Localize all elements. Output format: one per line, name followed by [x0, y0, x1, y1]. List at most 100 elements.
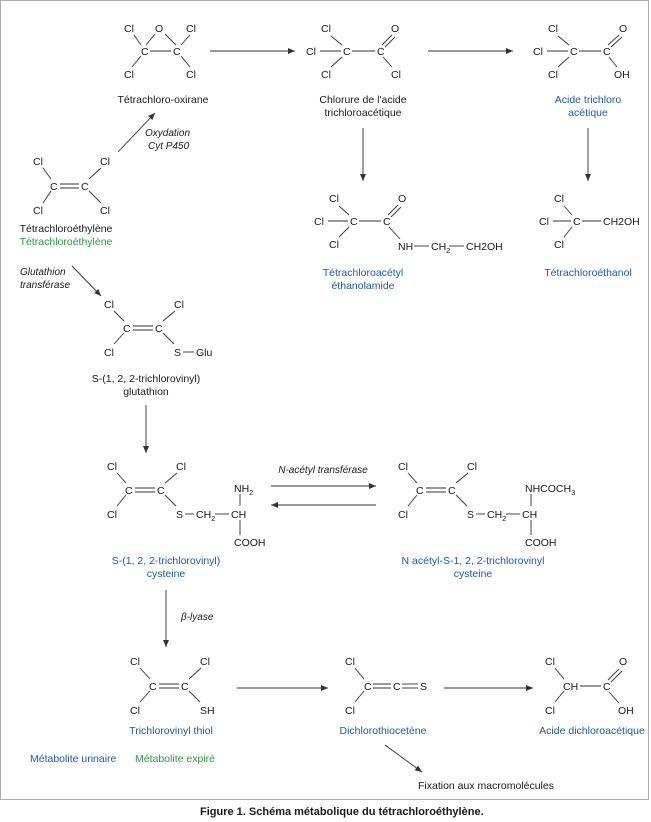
arrow-fixation [384, 744, 423, 773]
label-ethanolamide-2: éthanolamide [331, 280, 394, 292]
svg-text:Cl: Cl [329, 193, 339, 205]
svg-text:C: C [350, 216, 358, 228]
svg-text:Cl: Cl [200, 656, 210, 668]
label-chlorure-acide-2: trichloroacétique [324, 107, 401, 119]
svg-text:Cl: Cl [186, 69, 196, 81]
label-cysteine-1: S-(1, 2, 2-trichlorovinyl) [112, 555, 221, 567]
svg-text:Cl: Cl [33, 156, 43, 168]
dichlorothiocetene-structure: Cl C Cl C S [345, 656, 427, 717]
label-acide-trichloro-1: Acide trichloro [555, 94, 622, 106]
svg-text:Cl: Cl [345, 705, 355, 717]
svg-text:Cl: Cl [314, 216, 324, 228]
svg-text:O: O [619, 23, 627, 35]
enzyme-nacetyl: N-acétyl transférase [278, 465, 368, 476]
svg-text:C: C [393, 681, 401, 693]
svg-text:C: C [173, 46, 181, 58]
svg-text:Cl: Cl [554, 239, 564, 251]
svg-text:Cl: Cl [539, 216, 549, 228]
svg-text:Cl: Cl [176, 461, 186, 473]
ethanolamide-structure: Cl Cl C Cl C O NH CH2 CH2OH [314, 193, 503, 255]
label-nacetyl-2: cysteine [454, 568, 493, 580]
svg-text:C: C [383, 216, 391, 228]
svg-text:Cl: Cl [124, 69, 134, 81]
svg-text:Cl: Cl [533, 46, 543, 58]
svg-text:C: C [603, 681, 611, 693]
svg-text:S: S [174, 347, 181, 359]
svg-text:C: C [364, 681, 372, 693]
label-chlorure-acide-1: Chlorure de l'acide [319, 94, 406, 106]
label-tetrachloroethylene: Tétrachloroéthylène [20, 223, 113, 235]
svg-text:Cl: Cl [186, 23, 196, 35]
svg-text:C: C [416, 485, 424, 497]
label-acide-trichloro-2: acétique [568, 107, 608, 119]
svg-text:Cl: Cl [548, 69, 558, 81]
svg-text:C: C [141, 46, 149, 58]
svg-text:COOH: COOH [525, 537, 557, 549]
enzyme-glutathion-1: Glutathion [20, 267, 66, 278]
label-dichlorothiocetene: Dichlorothiocetène [340, 725, 427, 737]
figure-caption: Figure 1. Schéma métabolique du tétrachl… [200, 806, 484, 818]
svg-text:Cl: Cl [174, 299, 184, 311]
svg-text:CH: CH [563, 681, 578, 693]
enzyme-oxydation-1: Oxydation [145, 128, 190, 139]
svg-text:C: C [149, 681, 157, 693]
label-nacetyl-1: N acétyl-S-1, 2, 2-trichlorovinyl [402, 555, 545, 567]
svg-text:C: C [448, 485, 456, 497]
svg-text:CH2: CH2 [487, 509, 506, 523]
svg-text:NH: NH [398, 241, 413, 253]
svg-text:S: S [420, 681, 427, 693]
svg-text:CH2OH: CH2OH [466, 241, 503, 253]
svg-text:C: C [125, 485, 133, 497]
svg-text:O: O [398, 193, 406, 205]
enzyme-oxydation-2: Cyt P450 [148, 141, 190, 152]
svg-text:Cl: Cl [130, 705, 140, 717]
label-tetrachloro-oxirane: Tétrachloro-oxirane [117, 94, 208, 106]
svg-text:O: O [619, 656, 627, 668]
svg-text:O: O [155, 23, 163, 35]
svg-text:Cl: Cl [467, 461, 477, 473]
label-cysteine-2: cysteine [147, 568, 186, 580]
svg-text:C: C [377, 46, 385, 58]
svg-text:Cl: Cl [398, 509, 408, 521]
svg-text:CH: CH [231, 509, 246, 521]
svg-text:CH2OH: CH2OH [603, 216, 640, 228]
svg-text:NHCOCH3: NHCOCH3 [525, 483, 575, 497]
svg-text:C: C [343, 46, 351, 58]
svg-text:SH: SH [200, 705, 215, 717]
svg-text:Cl: Cl [321, 69, 331, 81]
svg-text:C: C [603, 46, 611, 58]
svg-text:CH2: CH2 [196, 509, 215, 523]
svg-text:C: C [573, 216, 581, 228]
svg-text:C: C [81, 181, 89, 193]
tetrachloroethanol-structure: Cl Cl C Cl CH2OH [539, 193, 640, 251]
acide-trichloroacetique-structure: Cl Cl C Cl C O OH [533, 23, 630, 81]
svg-text:S: S [467, 509, 474, 521]
svg-text:Cl: Cl [545, 705, 555, 717]
label-glutathion-1: S-(1, 2, 2-trichlorovinyl) [92, 373, 201, 385]
svg-text:Cl: Cl [107, 461, 117, 473]
svg-text:CH: CH [522, 509, 537, 521]
nacetyl-cysteine-structure: Cl Cl C C Cl S CH2 CH NHCOCH3 COOH [398, 461, 575, 549]
svg-text:Glu: Glu [196, 347, 213, 359]
svg-text:COOH: COOH [234, 537, 266, 549]
figure-frame [0, 0, 649, 800]
tetrachloroethylene-structure: Cl Cl C C Cl Cl [33, 156, 110, 217]
label-tetrachloroethanol: Tétrachloroéthanol [544, 267, 632, 279]
svg-text:Cl: Cl [548, 23, 558, 35]
svg-text:Cl: Cl [104, 299, 114, 311]
svg-text:OH: OH [618, 705, 634, 717]
svg-text:O: O [391, 23, 399, 35]
svg-text:C: C [570, 46, 578, 58]
glutathion-conjugate-structure: Cl Cl C C Cl S Glu [104, 299, 213, 359]
svg-text:Cl: Cl [321, 23, 331, 35]
label-fixation: Fixation aux macromolécules [418, 780, 554, 792]
tetrachloro-oxirane-structure: Cl O Cl C C Cl Cl [124, 23, 196, 81]
enzyme-glutathion-2: transférase [20, 280, 70, 291]
svg-text:C: C [50, 181, 58, 193]
svg-text:NH2: NH2 [234, 483, 253, 497]
svg-text:Cl: Cl [124, 23, 134, 35]
label-tetrachloroethylene-expired: Tétrachloroéthylène [20, 236, 113, 248]
svg-text:Cl: Cl [130, 656, 140, 668]
svg-text:Cl: Cl [100, 205, 110, 217]
svg-text:Cl: Cl [391, 69, 401, 81]
